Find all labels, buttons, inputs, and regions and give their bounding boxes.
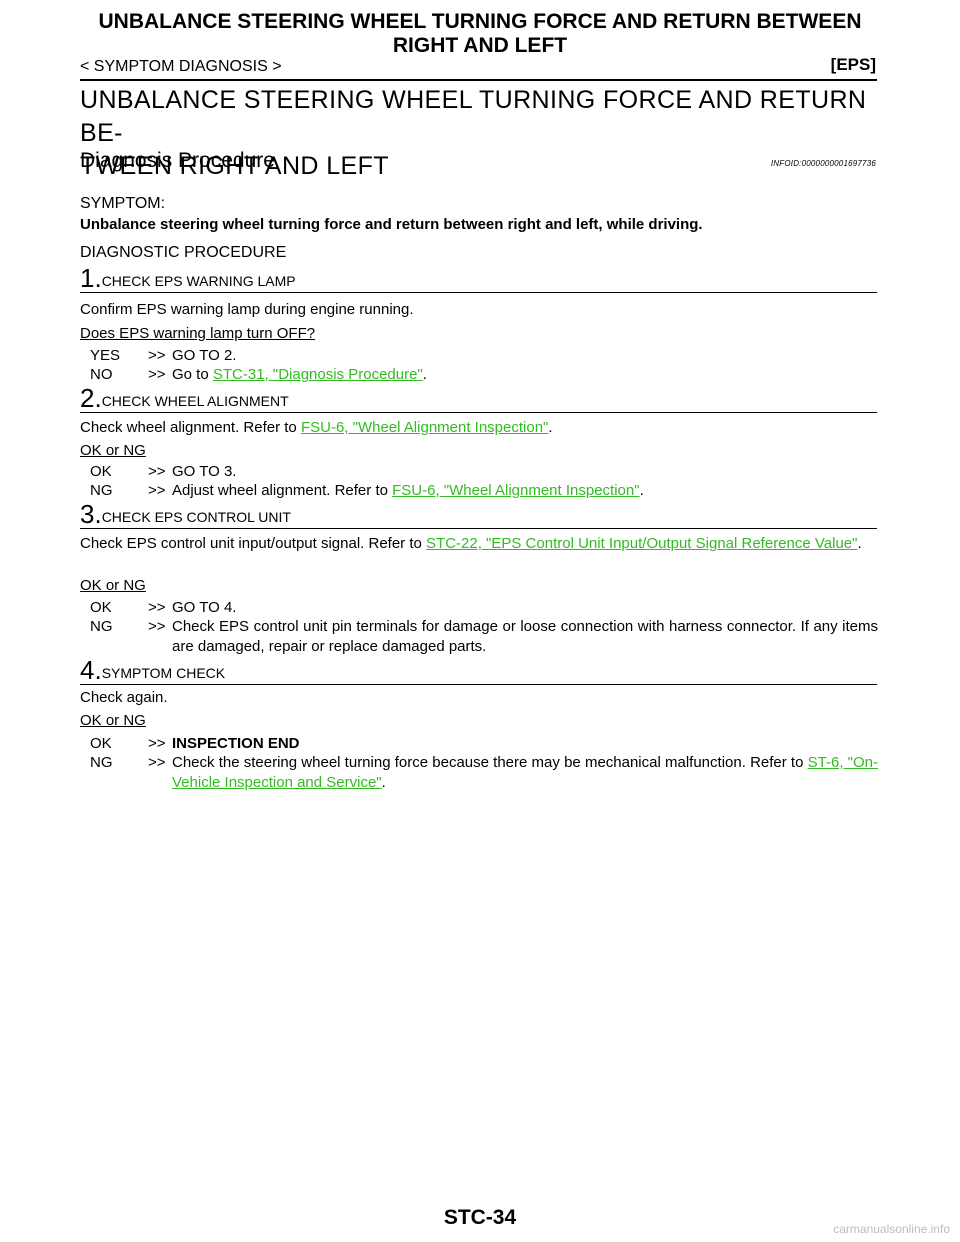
option-text-suffix: .	[639, 482, 644, 499]
body-prefix: Check EPS control unit input/output sign…	[80, 535, 427, 552]
step-4-question: OK or NG	[80, 712, 146, 729]
page-title-line2: TWEEN RIGHT AND LEFT	[80, 152, 389, 180]
header-title-line1: UNBALANCE STEERING WHEEL TURNING FORCE A…	[98, 10, 862, 33]
option-text: GO TO 2.	[172, 347, 237, 364]
option-key: OK	[90, 599, 112, 616]
step-2-heading: 2.CHECK WHEEL ALIGNMENT	[80, 384, 877, 413]
step-2-question: OK or NG	[80, 442, 146, 459]
step-2-option-ok: OK >> GO TO 3.	[90, 462, 878, 482]
option-text: GO TO 4.	[172, 599, 237, 616]
step-4-option-ok: OK >> INSPECTION END	[90, 734, 878, 754]
step-number: 4.	[80, 655, 102, 685]
fsu-6-link[interactable]: FSU-6, "Wheel Alignment Inspection"	[392, 482, 640, 499]
header-title-line2: RIGHT AND LEFT	[392, 34, 568, 57]
option-text: Check EPS control unit pin terminals for…	[172, 618, 878, 655]
option-text-suffix: .	[422, 366, 427, 383]
option-key: NG	[90, 482, 113, 499]
option-arrow: >>	[148, 618, 166, 635]
symptom-label: SYMPTOM:	[80, 195, 166, 212]
section-tag: [EPS]	[830, 55, 876, 74]
option-key: OK	[90, 735, 112, 752]
option-text: Go to STC-31, "Diagnosis Procedure".	[172, 365, 878, 385]
option-text-prefix: Check the steering wheel turning force b…	[172, 754, 808, 771]
option-arrow: >>	[148, 754, 166, 771]
page-title: UNBALANCE STEERING WHEEL TURNING FORCE A…	[80, 84, 880, 183]
page-title-line1: UNBALANCE STEERING WHEEL TURNING FORCE A…	[80, 86, 867, 147]
option-arrow: >>	[148, 347, 166, 364]
body-prefix: Check wheel alignment. Refer to	[80, 419, 301, 436]
symptom-text: Unbalance steering wheel turning force a…	[80, 216, 703, 233]
header-title: UNBALANCE STEERING WHEEL TURNING FORCE A…	[60, 10, 900, 58]
step-1-option-yes: YES >> GO TO 2.	[90, 346, 878, 366]
step-2-option-ng: NG >> Adjust wheel alignment. Refer to F…	[90, 481, 878, 501]
body-suffix: .	[548, 419, 553, 436]
step-number: 1.	[80, 263, 102, 293]
step-3-question: OK or NG	[80, 577, 146, 594]
step-1-option-no: NO >> Go to STC-31, "Diagnosis Procedure…	[90, 365, 878, 385]
step-1-body: Confirm EPS warning lamp during engine r…	[80, 301, 414, 318]
step-3-heading: 3.CHECK EPS CONTROL UNIT	[80, 500, 877, 529]
step-4-body: Check again.	[80, 689, 168, 706]
breadcrumb: < SYMPTOM DIAGNOSIS >	[80, 58, 282, 75]
option-arrow: >>	[148, 735, 166, 752]
header-divider	[80, 79, 877, 81]
option-key: NO	[90, 366, 113, 383]
step-title: SYMPTOM CHECK	[101, 665, 226, 681]
option-text: GO TO 3.	[172, 463, 237, 480]
step-1-question: Does EPS warning lamp turn OFF?	[80, 325, 316, 342]
option-key: NG	[90, 754, 113, 771]
option-key: OK	[90, 463, 112, 480]
body-suffix: .	[857, 535, 862, 552]
option-text-prefix: Go to	[172, 366, 213, 383]
stc-22-link[interactable]: STC-22, "EPS Control Unit Input/Output S…	[426, 535, 858, 552]
step-4-option-ng: NG >> Check the steering wheel turning f…	[90, 753, 878, 793]
step-3-option-ng: NG >> Check EPS control unit pin termina…	[90, 617, 878, 657]
page-number: STC-34	[443, 1206, 517, 1229]
option-arrow: >>	[148, 482, 166, 499]
procedure-label: DIAGNOSTIC PROCEDURE	[80, 244, 287, 261]
step-number: 2.	[80, 383, 102, 413]
step-2-body: Check wheel alignment. Refer to FSU-6, "…	[80, 418, 553, 438]
option-text-suffix: .	[381, 774, 386, 791]
info-id: INFOID:0000000001697736	[770, 159, 876, 168]
step-1-heading: 1.CHECK EPS WARNING LAMP	[80, 264, 877, 293]
stc-31-link[interactable]: STC-31, "Diagnosis Procedure"	[212, 366, 423, 383]
step-3-option-ok: OK >> GO TO 4.	[90, 598, 878, 618]
fsu-6-link[interactable]: FSU-6, "Wheel Alignment Inspection"	[300, 419, 549, 436]
section-subtitle: Diagnosis Procedure	[80, 149, 275, 172]
step-number: 3.	[80, 499, 102, 529]
step-title: CHECK EPS CONTROL UNIT	[101, 509, 291, 525]
option-arrow: >>	[148, 463, 166, 480]
option-arrow: >>	[148, 366, 166, 383]
option-arrow: >>	[148, 599, 166, 616]
option-text: Check the steering wheel turning force b…	[172, 753, 878, 793]
option-text: INSPECTION END	[172, 735, 300, 752]
option-text-prefix: Adjust wheel alignment. Refer to	[172, 482, 393, 499]
option-text: Adjust wheel alignment. Refer to FSU-6, …	[172, 481, 878, 501]
option-key: NG	[90, 618, 113, 635]
step-title: CHECK EPS WARNING LAMP	[101, 273, 296, 289]
watermark: carmanualsonline.info	[833, 1222, 950, 1236]
st-6-link[interactable]: ST-6, "On-Vehicle Inspection and Service…	[172, 754, 879, 791]
step-title: CHECK WHEEL ALIGNMENT	[101, 393, 289, 409]
step-4-heading: 4.SYMPTOM CHECK	[80, 656, 877, 685]
step-3-body: Check EPS control unit input/output sign…	[80, 534, 877, 554]
option-key: YES	[90, 347, 121, 364]
